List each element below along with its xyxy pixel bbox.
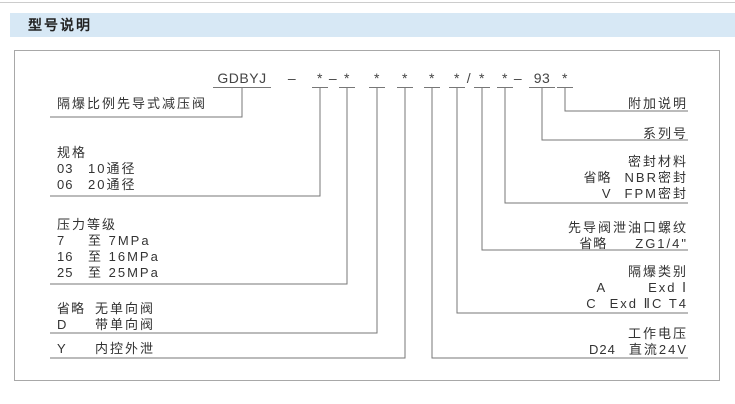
pressure-desc: 至 16MPa bbox=[88, 249, 160, 264]
pilot-drain-thread-desc: ZG1/4" bbox=[635, 236, 688, 251]
section-header-bar: 型号说明 bbox=[10, 13, 735, 37]
code-token-pressure: * bbox=[339, 70, 355, 88]
explosion-class-code: A bbox=[596, 280, 607, 295]
seal-material-row: 省略 NBR密封 bbox=[584, 170, 688, 186]
seal-material-row: V FPM密封 bbox=[584, 186, 688, 202]
check-valve-desc: 带单向阀 bbox=[95, 317, 156, 332]
pressure-desc: 至 25MPa bbox=[88, 265, 160, 280]
code-token-seal: * bbox=[497, 70, 513, 88]
additional-note-title: 附加说明 bbox=[627, 96, 688, 111]
spec-row: 06 20通径 bbox=[57, 177, 136, 193]
check-valve-code: 省略 bbox=[57, 301, 86, 316]
seal-material-desc: NBR密封 bbox=[624, 170, 688, 185]
spec-desc: 20通径 bbox=[88, 177, 137, 192]
pilot-drain-thread-row: 省略 ZG1/4" bbox=[568, 236, 688, 252]
code-separator-dash: – bbox=[513, 70, 523, 86]
label-group-working-voltage: 工作电压 D24 直流24V bbox=[589, 326, 688, 358]
pressure-row: 16 至 16MPa bbox=[57, 249, 160, 265]
pressure-code: 25 bbox=[57, 265, 74, 280]
code-token-prefix: GDBYJ bbox=[213, 70, 271, 88]
spec-title: 规格 bbox=[57, 145, 88, 160]
working-voltage-code: D24 bbox=[589, 342, 616, 357]
code-token-additional: * bbox=[557, 70, 573, 88]
code-token-check-valve: * bbox=[369, 70, 385, 88]
code-separator-dash: – bbox=[328, 70, 338, 86]
code-token-pilot-thread: * bbox=[474, 70, 490, 88]
label-group-series-no: 系列号 bbox=[643, 126, 688, 142]
pressure-row: 25 至 25MPa bbox=[57, 265, 160, 281]
check-valve-code: D bbox=[57, 317, 68, 332]
check-valve-row: D 带单向阀 bbox=[57, 317, 155, 333]
explosion-class-code: C bbox=[586, 296, 597, 311]
label-group-seal-material: 密封材料 省略 NBR密封 V FPM密封 bbox=[584, 154, 688, 202]
explosion-class-desc: Exd Ⅰ bbox=[648, 280, 688, 295]
label-group-pressure: 压力等级 7 至 7MPa 16 至 16MPa 25 至 25MPa bbox=[57, 217, 160, 281]
seal-material-code: V bbox=[601, 186, 612, 201]
code-separator-slash: / bbox=[466, 70, 472, 86]
code-token-voltage: * bbox=[424, 70, 440, 88]
label-group-additional-note: 附加说明 bbox=[628, 96, 688, 112]
explosion-class-desc: Exd ⅡC T4 bbox=[609, 296, 688, 311]
explosion-class-row: A Exd Ⅰ bbox=[586, 280, 688, 296]
label-group-spec: 规格 03 10通径 06 20通径 bbox=[57, 145, 136, 193]
working-voltage-desc: 直流24V bbox=[628, 342, 688, 357]
spec-row: 03 10通径 bbox=[57, 161, 136, 177]
pressure-code: 16 bbox=[57, 249, 74, 264]
code-separator-dash: – bbox=[287, 70, 297, 86]
explosion-class-row: C Exd ⅡC T4 bbox=[586, 296, 688, 312]
label-group-explosion-class: 隔爆类别 A Exd Ⅰ C Exd ⅡC T4 bbox=[586, 264, 688, 312]
seal-material-code: 省略 bbox=[583, 170, 612, 185]
code-token-series: 93 bbox=[529, 70, 555, 88]
spec-desc: 10通径 bbox=[88, 161, 137, 176]
control-drain-code: Y bbox=[57, 341, 67, 356]
pressure-code: 7 bbox=[57, 233, 66, 248]
top-divider bbox=[0, 2, 735, 3]
label-group-check-valve: 省略 无单向阀 D 带单向阀 bbox=[57, 301, 155, 333]
pilot-drain-thread-code: 省略 bbox=[579, 236, 608, 251]
control-drain-desc: 内控外泄 bbox=[95, 341, 156, 356]
control-drain-row: Y 内控外泄 bbox=[57, 341, 155, 357]
check-valve-desc: 无单向阀 bbox=[95, 301, 156, 316]
spec-code: 03 bbox=[57, 161, 74, 176]
section-title: 型号说明 bbox=[28, 17, 92, 33]
seal-material-title: 密封材料 bbox=[627, 154, 688, 169]
pilot-drain-thread-title: 先导阀泄油口螺纹 bbox=[567, 220, 688, 235]
pressure-desc: 至 7MPa bbox=[88, 233, 151, 248]
seal-material-desc: FPM密封 bbox=[624, 186, 688, 201]
spec-code: 06 bbox=[57, 177, 74, 192]
check-valve-row: 省略 无单向阀 bbox=[57, 301, 155, 317]
working-voltage-title: 工作电压 bbox=[627, 326, 688, 341]
code-token-spec: * bbox=[312, 70, 328, 88]
explosion-class-title: 隔爆类别 bbox=[627, 264, 688, 279]
code-token-drain: * bbox=[397, 70, 413, 88]
label-group-product-name: 隔爆比例先导式减压阀 bbox=[57, 96, 207, 112]
pressure-title: 压力等级 bbox=[57, 217, 118, 232]
label-group-pilot-drain-thread: 先导阀泄油口螺纹 省略 ZG1/4" bbox=[568, 220, 688, 252]
working-voltage-row: D24 直流24V bbox=[589, 342, 688, 358]
series-no-title: 系列号 bbox=[642, 126, 688, 141]
code-token-explosion: * bbox=[449, 70, 465, 88]
product-name-label: 隔爆比例先导式减压阀 bbox=[57, 96, 208, 111]
pressure-row: 7 至 7MPa bbox=[57, 233, 160, 249]
label-group-control-drain: Y 内控外泄 bbox=[57, 341, 155, 357]
